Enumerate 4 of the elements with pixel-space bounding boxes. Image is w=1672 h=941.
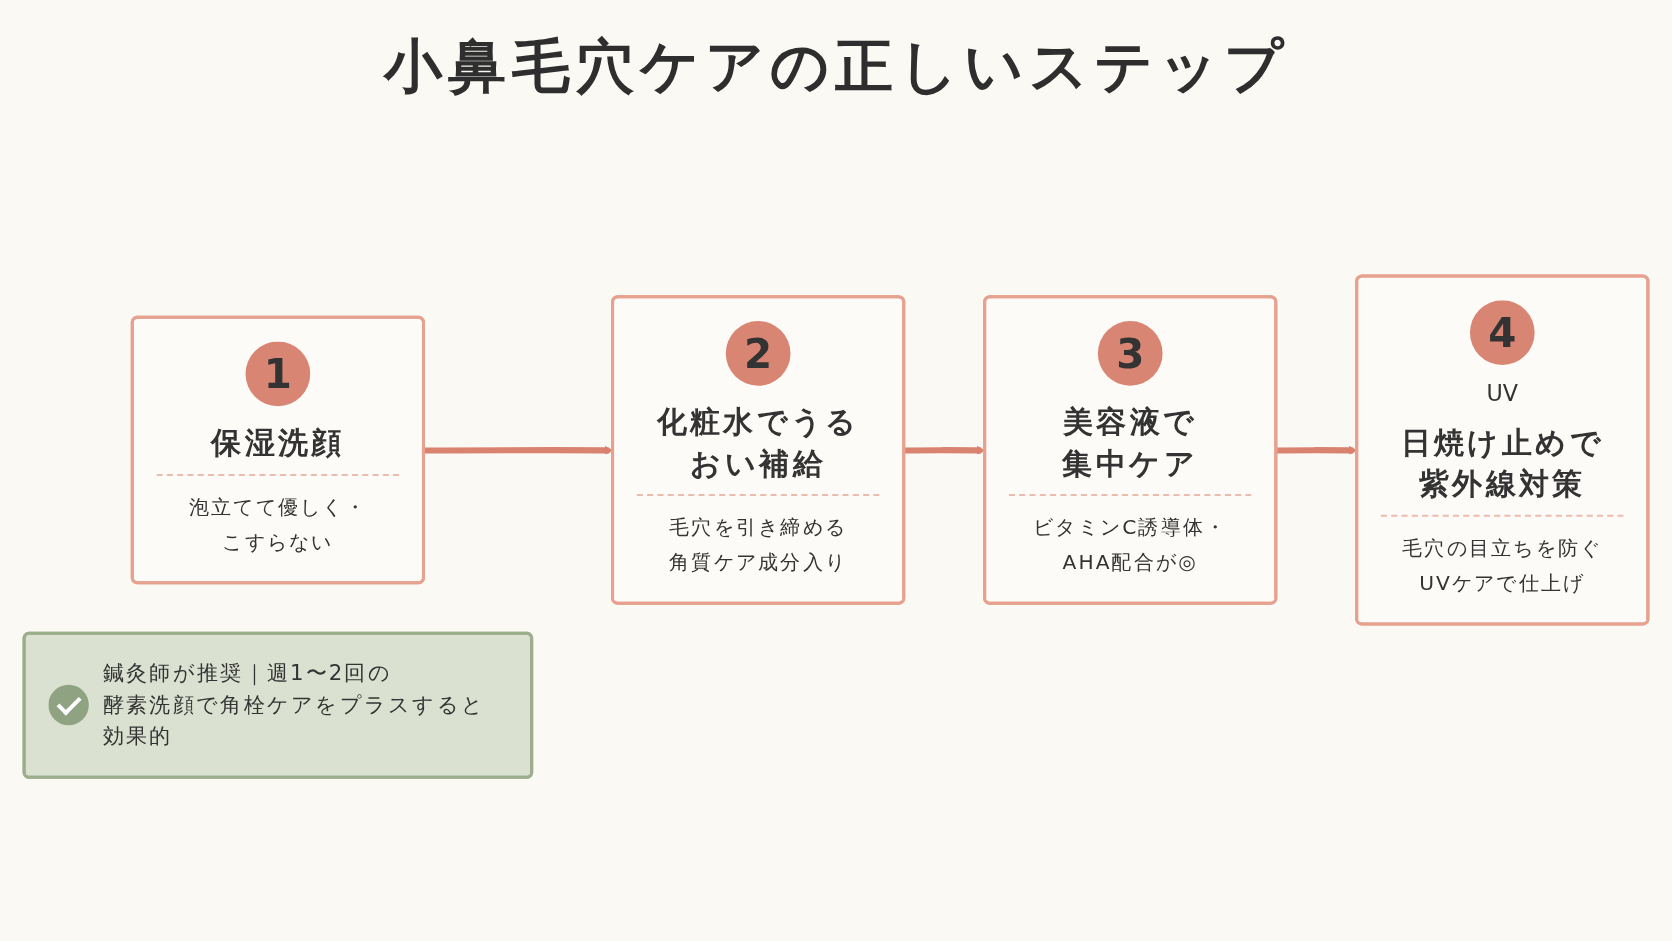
- title: 小鼻毛穴ケアの正しいステップ: [383, 31, 1289, 102]
- arrow: [1276, 445, 1358, 455]
- arrow: [904, 445, 986, 455]
- arrow: [423, 445, 614, 455]
